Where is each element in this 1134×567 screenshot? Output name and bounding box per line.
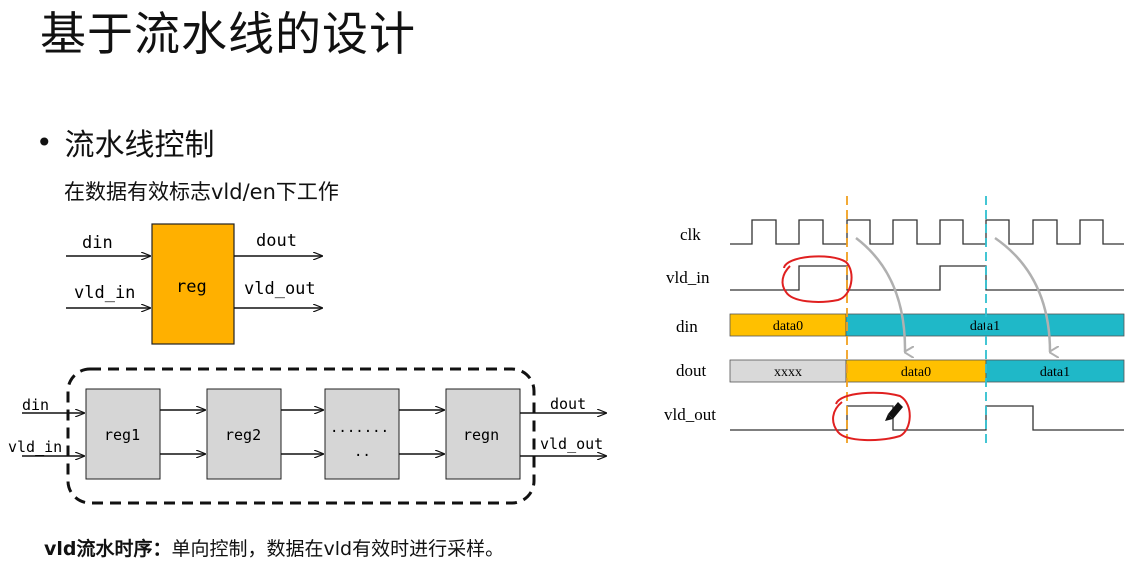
stage-regn-label: regn: [463, 426, 499, 444]
red-highlight-vld-out: [832, 391, 911, 442]
vld-out-waveform: [730, 405, 1124, 431]
pipeline-diagram: din vld_in reg1 reg2 ....... .. regn dou…: [8, 367, 606, 505]
bullet-item: • 流水线控制: [36, 120, 215, 164]
pen-cursor-icon: [885, 402, 903, 421]
caption-text: 单向控制，数据在vld有效时进行采样。: [171, 538, 505, 560]
vld-in-label: vld_in: [74, 283, 135, 303]
dout-data0-label: data0: [901, 365, 931, 380]
dout-data1-label: data1: [1040, 365, 1070, 380]
pipe-din-label: din: [22, 396, 49, 414]
stage-regn: [445, 388, 521, 480]
sig-clk-label: clk: [680, 225, 701, 244]
pipe-vld-in-label: vld_in: [8, 438, 62, 456]
caption: vld流水时序：单向控制，数据在vld有效时进行采样。: [44, 534, 504, 561]
din-data1-label: data1: [970, 319, 1000, 334]
sig-dout-label: dout: [676, 361, 707, 380]
din-label: din: [82, 233, 113, 253]
reg-label: reg: [176, 277, 207, 297]
din-data0-label: data0: [773, 319, 803, 334]
sig-din-label: din: [676, 317, 698, 336]
stage-ellipsis: [324, 388, 400, 480]
page-title: 基于流水线的设计: [40, 7, 416, 61]
reg-block: [151, 223, 235, 345]
red-highlight-vld-in: [781, 255, 853, 303]
stage-reg2: [206, 388, 282, 480]
stage-ellipsis-label-1: .......: [330, 420, 389, 436]
bullet-dot-icon: •: [36, 125, 53, 159]
stage-reg1: [85, 388, 161, 480]
clk-waveform: [730, 219, 1124, 245]
stage-reg2-label: reg2: [225, 426, 261, 444]
bullet-text: 流水线控制: [64, 128, 215, 163]
sample-arrow-1: [855, 237, 905, 352]
sig-vld-out-label: vld_out: [664, 405, 716, 424]
sample-arrow-2: [994, 236, 1050, 352]
vld-out-label: vld_out: [244, 279, 316, 299]
stage-reg1-label: reg1: [104, 426, 140, 444]
pipe-dout-label: dout: [550, 395, 586, 413]
dout-label: dout: [256, 231, 297, 251]
pipeline-boundary: [66, 367, 536, 505]
single-register-diagram: din vld_in reg dout vld_out: [66, 223, 322, 345]
pipe-vld-out-label: vld_out: [540, 435, 603, 453]
timing-diagram: clk vld_in din dout vld_out data0 data1 …: [664, 196, 1125, 448]
din-data1-segment: [845, 313, 1125, 337]
dout-xxxx-label: xxxx: [774, 365, 802, 380]
sig-vld-in-label: vld_in: [666, 268, 710, 287]
stage-ellipsis-label-2: ..: [354, 444, 371, 460]
caption-bold: vld流水时序：: [44, 538, 172, 560]
vld-in-waveform: [730, 265, 1124, 291]
subtitle: 在数据有效标志vld/en下工作: [64, 180, 339, 204]
